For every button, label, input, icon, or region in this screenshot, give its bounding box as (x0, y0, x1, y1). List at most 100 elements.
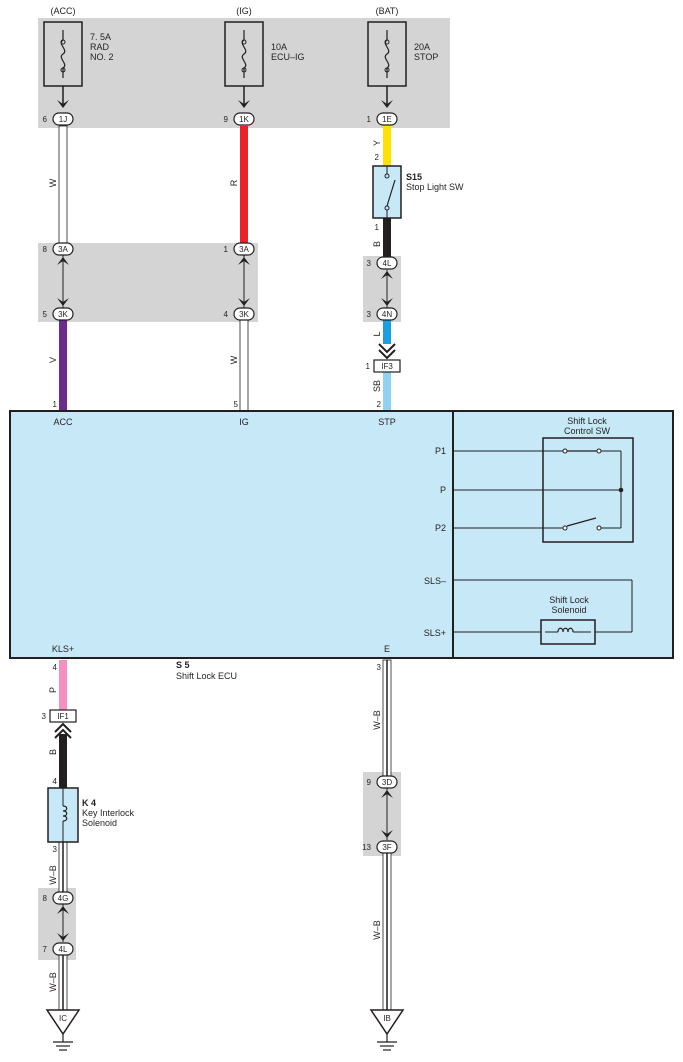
ecu-pin-stp: STP (378, 417, 396, 427)
wire-acc-v (59, 320, 67, 412)
wire-color-label: W–B (372, 710, 382, 730)
junction-panel-3a-3k (38, 243, 258, 322)
junction-4l: 4L 3 (367, 256, 398, 306)
pin-number: 3 (367, 310, 372, 319)
ground-ib: IB (369, 1009, 405, 1051)
fuse-ecu-ig: (IG) 10A ECU–IG (224, 6, 305, 104)
pin-number: 8 (43, 894, 48, 903)
pin-number: 7 (43, 945, 48, 954)
component-code: S 5 (176, 660, 190, 670)
wire-color-label: W–B (372, 920, 382, 940)
pin-number: 4 (224, 310, 229, 319)
wire-color-label: W–B (48, 972, 58, 992)
fuse-rating: 7. 5A (90, 32, 111, 42)
pin-number: 5 (234, 400, 239, 409)
conn-label: 3A (58, 245, 68, 254)
conn-label: 4L (383, 259, 392, 268)
ecu-pin-p2: P2 (435, 523, 446, 533)
ecu-pin-sls-minus: SLS– (424, 576, 446, 586)
junction-3a-acc: 3A 8 (43, 242, 74, 306)
pin-number: 8 (43, 245, 48, 254)
wire-color-label: B (372, 241, 382, 247)
wire-ig-r (240, 126, 248, 248)
wire-color-label: L (372, 331, 382, 336)
wire-color-label: B (48, 749, 58, 755)
conn-label: 4N (382, 310, 392, 319)
conn-label: 4G (58, 894, 69, 903)
inline-connector-if1: IF1 3 (42, 709, 77, 739)
wire-k4-gnd (58, 954, 68, 1011)
junction-3a-ig: 3A 1 (224, 242, 255, 306)
component-code: K 4 (82, 798, 96, 808)
wire-stop-b (383, 218, 391, 258)
conn-label: 1J (59, 115, 67, 124)
pin-number: 3 (42, 712, 47, 721)
terminal-1e: 1E 1 (367, 100, 398, 126)
terminal-1j: 1J 6 (43, 100, 74, 126)
conn-label: 3F (382, 843, 391, 852)
terminal-1k: 1K 9 (224, 100, 255, 126)
conn-label: 3A (239, 245, 249, 254)
ground-label: IB (383, 1014, 391, 1023)
wire-e-wb-top (382, 659, 392, 781)
junction-3f: 3F 13 (362, 840, 398, 854)
pin-number: 6 (43, 115, 48, 124)
pin-number: 4 (53, 663, 58, 672)
component-code: S15 (406, 172, 422, 182)
fuse-rating: 20A (414, 42, 430, 52)
pin-number: 1 (375, 223, 380, 232)
wire-k4-b (59, 734, 67, 790)
ground-ic: IC (45, 1009, 81, 1051)
conn-label: 4L (59, 945, 68, 954)
control-sw-label: Shift Lock (567, 416, 607, 426)
ecu-pin-ig: IG (239, 417, 249, 427)
inline-connector-if3: IF3 1 (366, 343, 401, 373)
wire-color-label: V (48, 357, 58, 363)
shift-lock-ecu: 1 ACC 5 IG 2 STP KLS+ E 4 3 S 5 Shift Lo… (9, 400, 674, 681)
wire-bat-y (383, 126, 391, 166)
ecu-pin-sls-plus: SLS+ (424, 628, 446, 638)
pin-number: 3 (377, 663, 382, 672)
pin-number: 4 (53, 777, 58, 786)
ecu-pin-acc: ACC (53, 417, 73, 427)
pin-number: 3 (367, 259, 372, 268)
wire-color-label: W–B (48, 865, 58, 885)
wire-color-label: W (48, 178, 58, 187)
ecu-pin-p1: P1 (435, 446, 446, 456)
conn-label: 1E (382, 115, 392, 124)
wire-color-label: P (48, 687, 58, 693)
shift-lock-solenoid (540, 619, 596, 645)
component-name: Shift Lock ECU (176, 671, 237, 681)
fuse-rad-no2: (ACC) 7. 5A RAD NO. 2 (43, 6, 114, 104)
wire-color-label: R (229, 179, 239, 186)
wire-stp-sb (383, 372, 391, 412)
conn-label: 3K (239, 310, 249, 319)
junction-3k-acc: 3K 5 (43, 307, 74, 321)
junction-3d: 3D 9 (367, 775, 398, 838)
junction-3k-ig: 3K 4 (224, 307, 255, 321)
fuse-stop: (BAT) 20A STOP (367, 6, 438, 104)
pin-number: 1 (366, 362, 371, 371)
pin-number: 13 (362, 843, 371, 852)
conn-label: IF3 (381, 362, 393, 371)
ecu-pin-e: E (384, 644, 390, 654)
pin-number: 1 (367, 115, 372, 124)
pin-number: 3 (53, 845, 58, 854)
wire-color-label: W (229, 355, 239, 364)
wire-ig-w (239, 319, 249, 413)
junction-4g: 4G 8 (43, 891, 74, 941)
wire-e-wb-bot (382, 852, 392, 1011)
wire-stp-l (383, 320, 391, 344)
fuse-rating: 10A (271, 42, 287, 52)
pin-number: 9 (224, 115, 229, 124)
wire-kls-p (59, 660, 67, 710)
ecu-pin-kls: KLS+ (52, 644, 74, 654)
junction-4n: 4N 3 (367, 307, 398, 321)
supply-bat-label: (BAT) (376, 6, 399, 16)
solenoid-label2: Solenoid (551, 605, 586, 615)
fuse-name: RAD (90, 42, 110, 52)
stop-light-switch: 2 1 S15 Stop Light SW (372, 153, 464, 232)
component-name: Stop Light SW (406, 182, 464, 192)
fuse-name: ECU–IG (271, 52, 305, 62)
